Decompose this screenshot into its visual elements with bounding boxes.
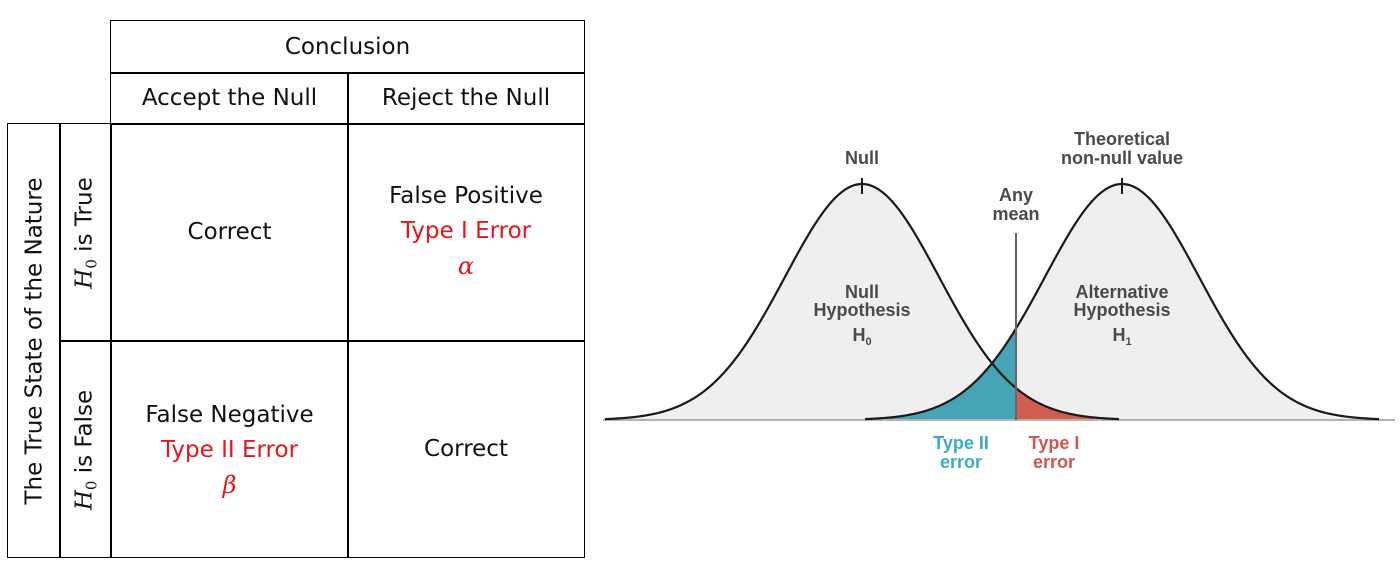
null-hypothesis-line2: Hypothesis [813,300,910,320]
alt-hypothesis-line2: Hypothesis [1073,300,1170,320]
type-one-error-label: Type I Error [400,218,532,244]
row-true-suffix: is True [71,177,98,260]
alternative-curve-fill [865,184,1379,420]
theoretical-label-line1: Theoretical [1074,129,1170,149]
type-two-error-label-line1: Type II [933,433,989,453]
row-false-h-sub: 0 [82,480,101,491]
row-header-h0-false-text: H0 is False [68,390,105,510]
cell-false-reject: Correct [347,340,585,558]
cell-false-accept: False Negative Type II Error β [110,340,349,558]
cell-true-accept: Correct [110,123,349,342]
any-mean-label-line2: mean [992,204,1039,224]
beta-symbol: β [222,470,237,499]
null-label: Null [845,148,879,168]
row-false-suffix: is False [71,389,98,481]
null-hyp-h: H [852,325,865,345]
alpha-symbol: α [457,252,475,280]
type-one-error-area [1016,388,1119,420]
col-header-reject-text: Reject the Null [381,85,551,111]
any-mean-label-line1: Any [999,185,1033,205]
cell-true-accept-text: Correct [187,219,272,245]
col-header-accept-text: Accept the Null [141,85,318,111]
col-header-accept: Accept the Null [110,72,349,125]
nature-header-text: The True State of the Nature [21,177,48,505]
null-hyp-sub: 0 [865,336,871,348]
row-true-h-var: H [71,268,98,289]
nature-header: The True State of the Nature [7,123,61,558]
null-curve-fill [605,184,1119,420]
type-one-error-label-line1: Type I [1029,433,1080,453]
null-hypothesis-symbol: H0 [852,325,871,348]
alt-hypothesis-symbol: H1 [1112,325,1131,348]
alt-hypothesis-line1: Alternative [1075,282,1168,302]
conclusion-header: Conclusion [110,20,585,74]
theoretical-label-line2: non-null value [1061,148,1183,168]
row-false-h-var: H [71,490,98,511]
false-positive-label: False Positive [389,183,543,209]
false-negative-label: False Negative [145,401,314,428]
type-two-error-area [865,330,1016,420]
row-true-h-sub: 0 [82,259,101,269]
distribution-diagram: Null Theoretical non-null value Any mean… [603,129,1395,472]
type-one-error-label-line2: error [1033,452,1075,472]
null-hypothesis-line1: Null [845,282,879,302]
alt-hyp-sub: 1 [1125,336,1131,348]
col-header-reject: Reject the Null [347,72,585,125]
row-header-h0-false: H0 is False [59,340,112,558]
alt-hyp-h: H [1112,325,1125,345]
error-table: Conclusion Accept the Null Reject the Nu… [0,0,600,574]
type-two-error-label: Type II Error [160,436,299,463]
row-header-h0-true: H0 is True [59,123,112,342]
row-header-h0-true-text: H0 is True [68,177,105,288]
type-two-error-label-line2: error [940,452,982,472]
conclusion-header-text: Conclusion [284,33,411,60]
cell-false-reject-text: Correct [424,435,508,462]
cell-true-reject: False Positive Type I Error α [347,123,585,342]
